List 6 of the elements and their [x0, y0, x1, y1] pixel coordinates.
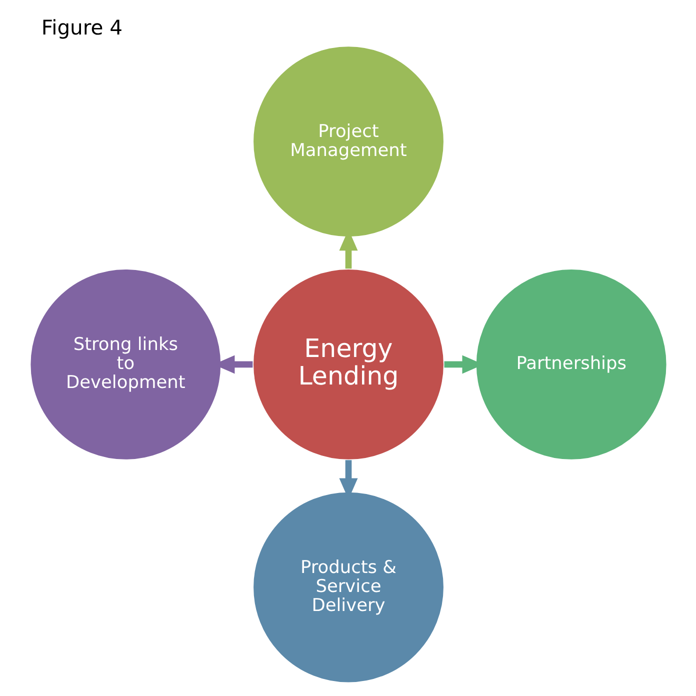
node-circle: Project Management: [252, 45, 444, 238]
node-circle: Strong links to Development: [28, 268, 222, 461]
node-circle: Products & Service Delivery: [252, 491, 444, 684]
diagram-title: Figure 4: [40, 15, 122, 40]
node-circle: Energy Lending: [252, 268, 444, 461]
node-circle: Partnerships: [474, 268, 668, 461]
